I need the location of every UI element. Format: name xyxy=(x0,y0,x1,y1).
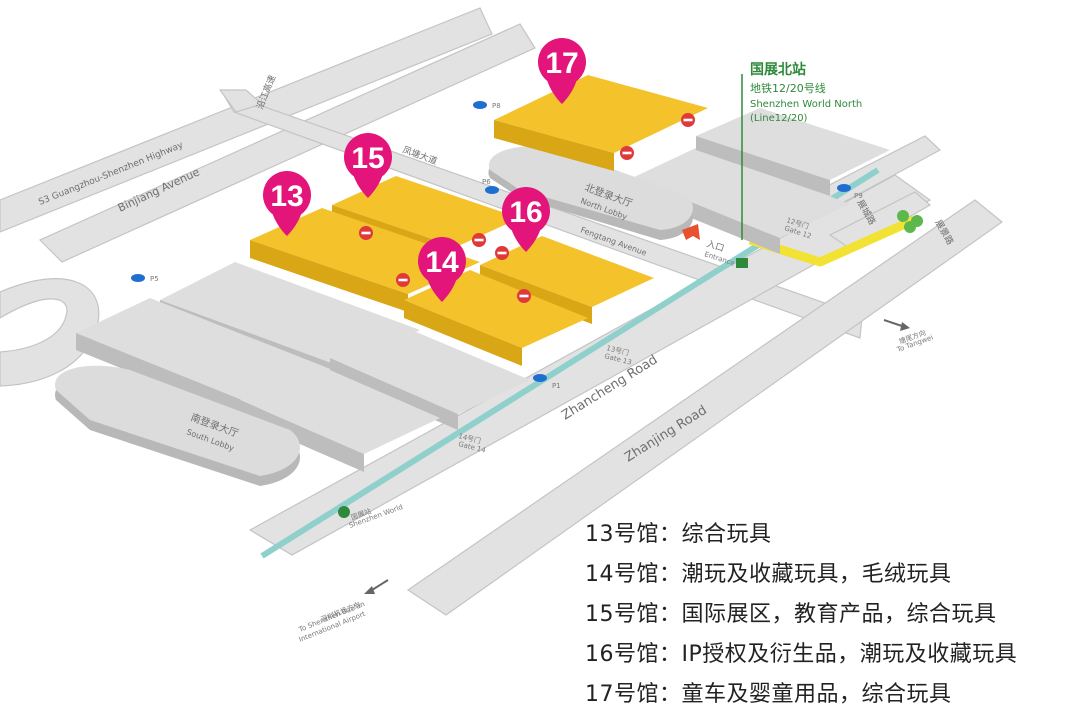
metro-line-cn: 地铁12/20号线 xyxy=(750,81,826,95)
pin-13-number: 13 xyxy=(270,180,303,213)
parking-p1: P1 xyxy=(552,382,561,390)
hall-pin-16[interactable]: 16 xyxy=(502,187,550,252)
metro-name-en: Shenzhen World North xyxy=(750,99,862,110)
grey-halls xyxy=(76,108,890,472)
zhanjing-road xyxy=(406,199,1003,616)
hall-17 xyxy=(494,75,708,171)
pin-16-number: 16 xyxy=(509,196,542,229)
metro-station-title: 国展北站 xyxy=(750,61,806,78)
direction-airport: 深圳机场方向 To Shenzhen Bao'an International … xyxy=(297,579,389,644)
parking-p9: P9 xyxy=(854,192,863,200)
south-lobby xyxy=(55,365,300,486)
legend-hall-15: 15号馆：国际展区，教育产品，综合玩具 xyxy=(585,602,997,627)
legend-hall-17: 17号馆：童车及婴童用品，综合玩具 xyxy=(585,682,952,707)
ramp-road xyxy=(0,278,100,387)
highway-road xyxy=(0,7,493,233)
metro-line-en: (Line12/20) xyxy=(750,113,808,124)
metro-south-icon xyxy=(338,506,350,518)
pin-14-number: 14 xyxy=(425,246,459,279)
parking-p5: P5 xyxy=(150,275,159,283)
hall-pin-17[interactable]: 17 xyxy=(538,38,586,104)
direction-tangwei: 塘尾方向 To Tangwei xyxy=(883,319,934,354)
legend-hall-14: 14号馆：潮玩及收藏玩具，毛绒玩具 xyxy=(585,562,952,587)
pin-17-number: 17 xyxy=(545,47,578,80)
hall-pin-13[interactable]: 13 xyxy=(263,171,311,236)
hall-pin-15[interactable]: 15 xyxy=(344,133,392,198)
metro-station-icon xyxy=(736,258,748,268)
north-lobby xyxy=(488,146,693,240)
parking-markers: P8 P6 P5 P1 P9 xyxy=(131,101,863,390)
legend-hall-16: 16号馆：IP授权及衍生品，潮玩及收藏玩具 xyxy=(585,642,1018,667)
pin-15-number: 15 xyxy=(351,142,384,175)
entrance-cn: 入口 xyxy=(705,238,726,254)
parking-p8: P8 xyxy=(492,102,501,110)
hall-pin-14[interactable]: 14 xyxy=(418,237,466,302)
binjiang-avenue-road xyxy=(38,23,536,263)
parking-p6: P6 xyxy=(482,178,491,186)
legend-hall-13: 13号馆：综合玩具 xyxy=(585,522,772,547)
